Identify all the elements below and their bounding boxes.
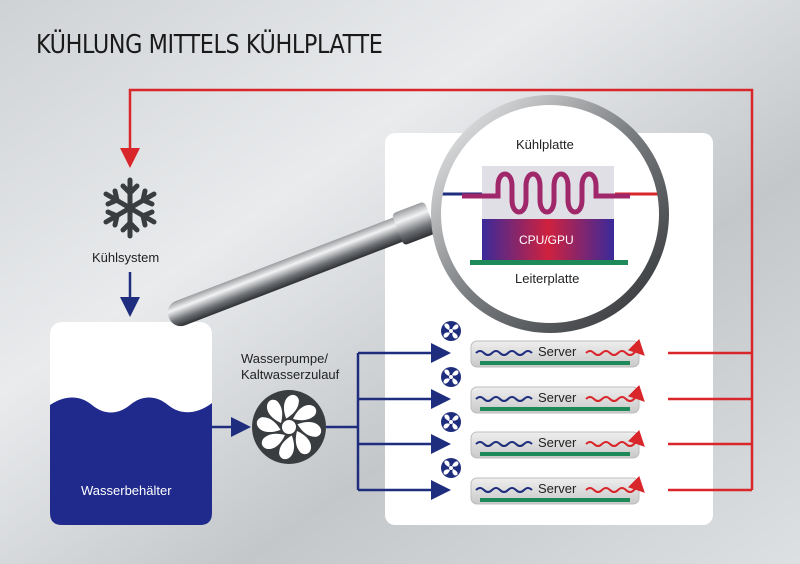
snowflake-icon (103, 177, 157, 239)
cold-wave (475, 441, 533, 447)
return-line-top (120, 88, 754, 353)
hot-wave (585, 338, 645, 356)
fan-blade (452, 370, 459, 376)
fan-blade (452, 378, 458, 385)
server-board (480, 407, 630, 411)
fan-blade (452, 469, 458, 476)
server-fan-icon (441, 412, 461, 432)
fan-blade (443, 469, 450, 475)
cold-wave (475, 487, 533, 493)
fan-blade (444, 460, 450, 467)
fan-blade (452, 415, 459, 421)
server-board (480, 498, 630, 502)
server-board (480, 452, 630, 456)
hot-wave (585, 384, 645, 402)
pump-label-line2: Kaltwasserzulauf (241, 367, 340, 382)
hot-wave (585, 475, 645, 493)
chip-label: CPU/GPU (519, 233, 574, 247)
fan-blade (452, 423, 458, 430)
lens-detail (436, 166, 664, 265)
pump-label-line1: Wasserpumpe/ (241, 351, 328, 366)
fan-hub (449, 466, 453, 470)
fan-blade (444, 369, 450, 376)
server-row (358, 412, 752, 459)
server-fan-icon (441, 458, 461, 478)
fan-blade (443, 423, 450, 429)
server-row (358, 458, 752, 505)
cooling-coil (462, 171, 630, 215)
fan-blade (452, 324, 459, 330)
fan-hub (449, 329, 453, 333)
fan-blade (452, 461, 459, 467)
cooling-plate-label: Kühlplatte (516, 137, 574, 152)
water-tank (50, 322, 212, 525)
server-board (480, 361, 630, 365)
fan-blade (443, 378, 450, 384)
server-fan-icon (441, 321, 461, 341)
pump-fan-icon (252, 390, 326, 464)
fan-blade (452, 332, 458, 339)
cold-wave (475, 396, 533, 402)
magnifier-icon (167, 202, 436, 327)
server-row (358, 367, 752, 414)
server-fan-icon (441, 367, 461, 387)
fan-blade (443, 332, 450, 338)
cpu-gpu-chip (482, 219, 614, 260)
server-label: Server (538, 390, 577, 405)
magnifier-rim (431, 95, 669, 333)
server-label: Server (538, 344, 577, 359)
fan-blade (444, 414, 450, 421)
circuit-board-label: Leiterplatte (515, 271, 580, 286)
server-rows (358, 321, 752, 505)
cooling-system-label: Kühlsystem (92, 250, 160, 265)
server-label: Server (538, 435, 577, 450)
fan-hub (449, 420, 453, 424)
tank-label: Wasserbehälter (81, 483, 172, 498)
fan-blade (444, 323, 450, 330)
page-title: KÜHLUNG MITTELS KÜHLPLATTE (36, 30, 383, 60)
circuit-board (470, 260, 628, 265)
hot-wave (585, 429, 645, 447)
cold-wave (475, 350, 533, 356)
fan-hub (449, 375, 453, 379)
server-label: Server (538, 481, 577, 496)
server-row (358, 321, 752, 368)
